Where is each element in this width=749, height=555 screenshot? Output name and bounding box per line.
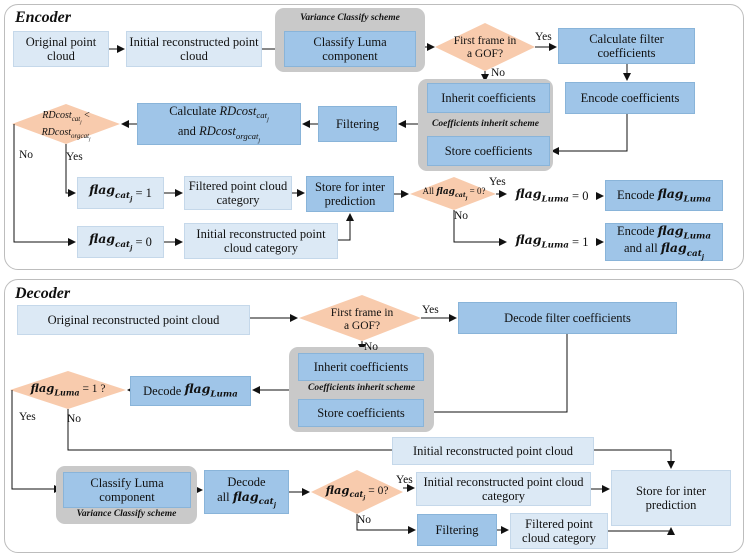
- dec-inherit-coefficients-box: Inherit coefficients: [298, 353, 424, 381]
- original-point-cloud-box: Original point cloud: [13, 31, 109, 67]
- dec-filtered-point-cloud-category-box: Filtered point cloud category: [510, 513, 608, 549]
- dec-coefficients-inherit-scheme-label: Coefficients inherit scheme: [308, 383, 415, 393]
- original-reconstructed-point-cloud-box: Original reconstructed point cloud: [17, 305, 250, 335]
- store-coefficients-box: Store coefficients: [427, 136, 550, 166]
- rdcost-comparison-question: RDcostcatj < RDcostorgcatj: [41, 110, 91, 142]
- dec-filtering-box: Filtering: [417, 514, 497, 546]
- dec-store-for-inter-prediction-box: Store for inter prediction: [611, 470, 731, 526]
- enc-all-zero-yes-label: Yes: [489, 176, 506, 188]
- enc-first-frame-yes-label: Yes: [535, 31, 552, 43]
- dec-store-coefficients-box: Store coefficients: [298, 399, 424, 427]
- dec-variance-classify-scheme-label: Variance Classify scheme: [76, 509, 177, 519]
- enc-rdcost-no-label: No: [19, 149, 34, 161]
- flag-cat-term: flagcatj: [89, 182, 133, 203]
- initial-reconstructed-category-box: Initial reconstructed point cloud catego…: [184, 223, 338, 259]
- dec-classify-luma-component-box: Classify Luma component: [63, 472, 191, 508]
- encoder-title: Encoder: [15, 9, 71, 26]
- enc-all-zero-no-label: No: [454, 210, 469, 222]
- decode-flag-luma-box: Decode flagLuma: [130, 376, 251, 406]
- filtered-point-cloud-category-box: Filtered point cloud category: [184, 176, 292, 210]
- filtering-box: Filtering: [318, 106, 397, 142]
- dec-flag-cat-yes-label: Yes: [396, 474, 413, 486]
- dec-first-frame-yes-label: Yes: [422, 304, 439, 316]
- encode-coefficients-box: Encode coefficients: [565, 82, 695, 114]
- variance-classify-scheme-label: Variance Classify scheme: [300, 13, 400, 23]
- flag-luma-equals-one-box: flagLuma = 1: [508, 230, 596, 254]
- first-frame-question: First frame in a GOF?: [453, 35, 517, 61]
- dec-first-frame-no-label: No: [364, 341, 379, 353]
- initial-reconstructed-point-cloud-box: Initial reconstructed point cloud: [126, 31, 262, 67]
- dec-flag-luma-yes-label: Yes: [19, 411, 36, 423]
- flag-luma-equals-one-question: flagLuma = 1 ?: [30, 381, 106, 398]
- encode-flag-luma-box: Encode flagLuma: [605, 180, 723, 211]
- rdcost-cat-term: RDcostcatj: [219, 103, 269, 123]
- calculate-filter-coefficients-box: Calculate filter coefficients: [558, 28, 695, 64]
- dec-initial-reconstructed-point-cloud-box: Initial reconstructed point cloud: [392, 437, 594, 465]
- classify-luma-component-box: Classify Luma component: [284, 31, 416, 67]
- rdcost-orgcat-term: RDcostorgcatj: [199, 124, 261, 144]
- dec-initial-reconstructed-category-box: Initial reconstructed point cloud catego…: [416, 472, 591, 506]
- decoder-title: Decoder: [15, 285, 71, 302]
- flag-cat-equals-one-box: flagcatj = 1: [77, 177, 164, 209]
- store-for-inter-prediction-box: Store for inter prediction: [306, 176, 394, 212]
- enc-rdcost-yes-label: Yes: [66, 151, 83, 163]
- dec-flag-luma-no-label: No: [67, 413, 82, 425]
- enc-first-frame-no-label: No: [491, 67, 506, 79]
- dec-flag-cat-no-label: No: [357, 514, 372, 526]
- decode-all-flag-cat-box: Decode all flagcatj: [204, 470, 289, 514]
- all-flags-zero-question: All flagcatj = 0?: [422, 186, 486, 202]
- calculate-rdcost-box: Calculate RDcostcatj and RDcostorgcatj: [137, 103, 301, 145]
- coefficients-inherit-scheme-label: Coefficients inherit scheme: [432, 119, 539, 129]
- flag-cat-equals-zero-box: flagcatj = 0: [77, 226, 164, 258]
- decode-filter-coefficients-box: Decode filter coefficients: [458, 302, 677, 334]
- flag-luma-equals-zero-box: flagLuma = 0: [508, 184, 596, 208]
- encode-flag-luma-and-all-flag-cat-box: Encode flagLuma and all flagcatj: [605, 223, 723, 261]
- flag-luma-term: flagLuma: [515, 186, 569, 205]
- flag-cat-equals-zero-question: flagcatj = 0?: [325, 483, 389, 502]
- dec-first-frame-question: First frame in a GOF?: [330, 307, 394, 333]
- inherit-coefficients-box: Inherit coefficients: [427, 83, 550, 113]
